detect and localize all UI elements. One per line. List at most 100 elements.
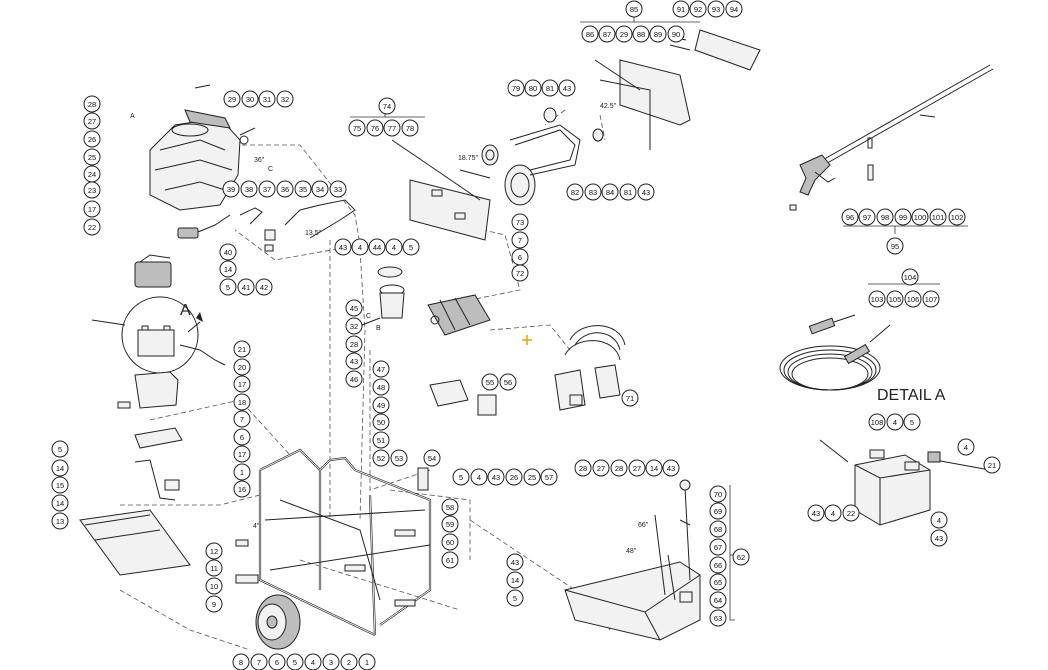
svg-text:34: 34 (316, 185, 324, 194)
callout-51: 51 (372, 431, 390, 449)
svg-text:33: 33 (334, 185, 342, 194)
dimension-label: 18.75" (458, 155, 479, 162)
callout-78: 78 (401, 119, 419, 137)
svg-text:43: 43 (812, 509, 820, 518)
callout-14: 14 (51, 494, 69, 512)
svg-text:27: 27 (88, 117, 96, 126)
callout-50: 50 (372, 413, 390, 431)
svg-text:10: 10 (210, 582, 218, 591)
callout-104: 104 (901, 268, 919, 286)
callout-97: 97 (858, 208, 876, 226)
callout-103: 103 (868, 290, 886, 308)
svg-text:5: 5 (910, 418, 914, 427)
callout-5: 5 (51, 440, 69, 458)
callout-3: 3 (322, 653, 340, 670)
control-box (417, 379, 497, 491)
callout-30: 30 (241, 90, 259, 108)
svg-text:5: 5 (513, 594, 517, 603)
svg-text:29: 29 (620, 30, 628, 39)
callout-100: 100 (911, 208, 929, 226)
dimension-labels: 18.75" 13.5" 36" 4" 66" 48" A B C C (130, 113, 649, 555)
svg-text:1: 1 (365, 658, 369, 667)
svg-text:85: 85 (630, 5, 638, 14)
callout-107: 107 (922, 290, 940, 308)
callout-5: 5 (402, 238, 420, 256)
callout-75: 75 (348, 119, 366, 137)
callout-81: 81 (541, 79, 559, 97)
svg-text:86: 86 (586, 30, 594, 39)
dimension-label: 42.5" (600, 103, 617, 110)
callout-66: 66 (709, 556, 727, 574)
pump (427, 294, 491, 336)
svg-text:43: 43 (642, 188, 650, 197)
svg-text:6: 6 (518, 253, 522, 262)
callout-2: 2 (340, 653, 358, 670)
callout-54: 54 (423, 449, 441, 467)
svg-text:14: 14 (650, 464, 658, 473)
callout-26: 26 (83, 130, 101, 148)
callout-64: 64 (709, 591, 727, 609)
svg-text:81: 81 (624, 188, 632, 197)
callout-42: 42 (255, 278, 273, 296)
dimension-label: 13.5" (305, 230, 322, 237)
svg-text:84: 84 (606, 188, 614, 197)
callout-32: 32 (276, 90, 294, 108)
callout-5: 5 (506, 589, 524, 607)
svg-text:8: 8 (239, 658, 243, 667)
svg-text:4: 4 (831, 509, 835, 518)
callout-4: 4 (930, 511, 948, 529)
callout-39: 39 (222, 180, 240, 198)
svg-text:72: 72 (516, 269, 524, 278)
callout-43: 43 (807, 504, 825, 522)
svg-text:7: 7 (257, 658, 261, 667)
callout-5: 5 (219, 278, 237, 296)
callout-4: 4 (957, 438, 975, 456)
callout-62: 62 (732, 548, 750, 566)
callout-12: 12 (205, 542, 223, 560)
svg-text:63: 63 (714, 614, 722, 623)
svg-text:14: 14 (224, 265, 232, 274)
svg-text:74: 74 (383, 102, 391, 111)
svg-text:43: 43 (563, 84, 571, 93)
crosshair-marker (522, 335, 532, 345)
dimension-label: 4" (253, 523, 260, 530)
callout-106: 106 (904, 290, 922, 308)
svg-text:18: 18 (238, 398, 246, 407)
top-guard: 42.5" (594, 29, 761, 150)
callout-18: 18 (233, 393, 251, 411)
svg-text:87: 87 (603, 30, 611, 39)
callout-7: 7 (511, 231, 529, 249)
svg-text:36: 36 (281, 185, 289, 194)
svg-text:75: 75 (353, 124, 361, 133)
callout-14: 14 (506, 571, 524, 589)
svg-text:65: 65 (714, 578, 722, 587)
svg-text:38: 38 (245, 185, 253, 194)
dimension-label: 48" (626, 548, 637, 555)
svg-text:4: 4 (893, 418, 897, 427)
pulleys-belts (481, 107, 604, 206)
callout-43: 43 (930, 529, 948, 547)
svg-text:40: 40 (224, 248, 232, 257)
svg-text:4: 4 (964, 443, 968, 452)
svg-text:99: 99 (899, 213, 907, 222)
callout-36: 36 (276, 180, 294, 198)
marker-letter: B (376, 325, 381, 332)
callout-98: 98 (876, 208, 894, 226)
svg-text:97: 97 (863, 213, 871, 222)
svg-text:94: 94 (730, 5, 738, 14)
callout-29: 29 (223, 90, 241, 108)
svg-text:20: 20 (238, 363, 246, 372)
callout-28: 28 (610, 459, 628, 477)
marker-letter: C (268, 166, 273, 173)
svg-text:51: 51 (377, 436, 385, 445)
callout-92: 92 (689, 0, 707, 18)
svg-text:103: 103 (871, 295, 884, 304)
svg-text:5: 5 (58, 445, 62, 454)
svg-text:50: 50 (377, 418, 385, 427)
callout-43: 43 (662, 459, 680, 477)
svg-text:60: 60 (446, 538, 454, 547)
svg-text:76: 76 (371, 124, 379, 133)
svg-text:41: 41 (242, 283, 250, 292)
svg-text:25: 25 (528, 473, 536, 482)
callout-99: 99 (894, 208, 912, 226)
